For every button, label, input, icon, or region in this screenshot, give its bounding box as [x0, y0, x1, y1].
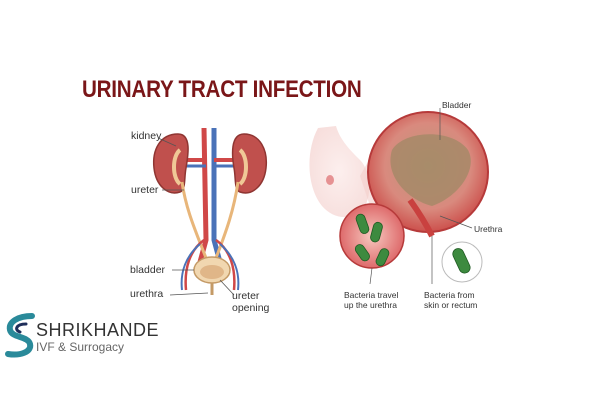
label-bacteria-travel-2: up the urethra [344, 300, 397, 310]
label-bladder: bladder [130, 264, 166, 276]
label-urethra-right: Urethra [474, 224, 503, 234]
brand-tagline: IVF & Surrogacy [36, 340, 125, 354]
label-ureter-opening-2: opening [232, 302, 270, 314]
label-ureter: ureter [131, 184, 159, 196]
teal-s-swoosh-icon [5, 313, 35, 358]
label-urethra: urethra [130, 288, 164, 300]
page-title: URINARY TRACT INFECTION [82, 76, 362, 103]
label-bacteria-from-1: Bacteria from [424, 290, 475, 300]
label-ureter-opening-1: ureter [232, 290, 260, 302]
kidney-left [152, 133, 189, 194]
label-bladder-right: Bladder [442, 100, 472, 110]
brand-name: SHRIKHANDE [36, 320, 160, 340]
label-bacteria-from-2: skin or rectum [424, 300, 478, 310]
ureter-right [214, 181, 240, 259]
body-silhouette [309, 126, 370, 218]
label-bacteria-travel-1: Bacteria travel [344, 290, 399, 300]
bacteria-cluster [354, 213, 390, 267]
label-kidney: kidney [131, 130, 162, 142]
